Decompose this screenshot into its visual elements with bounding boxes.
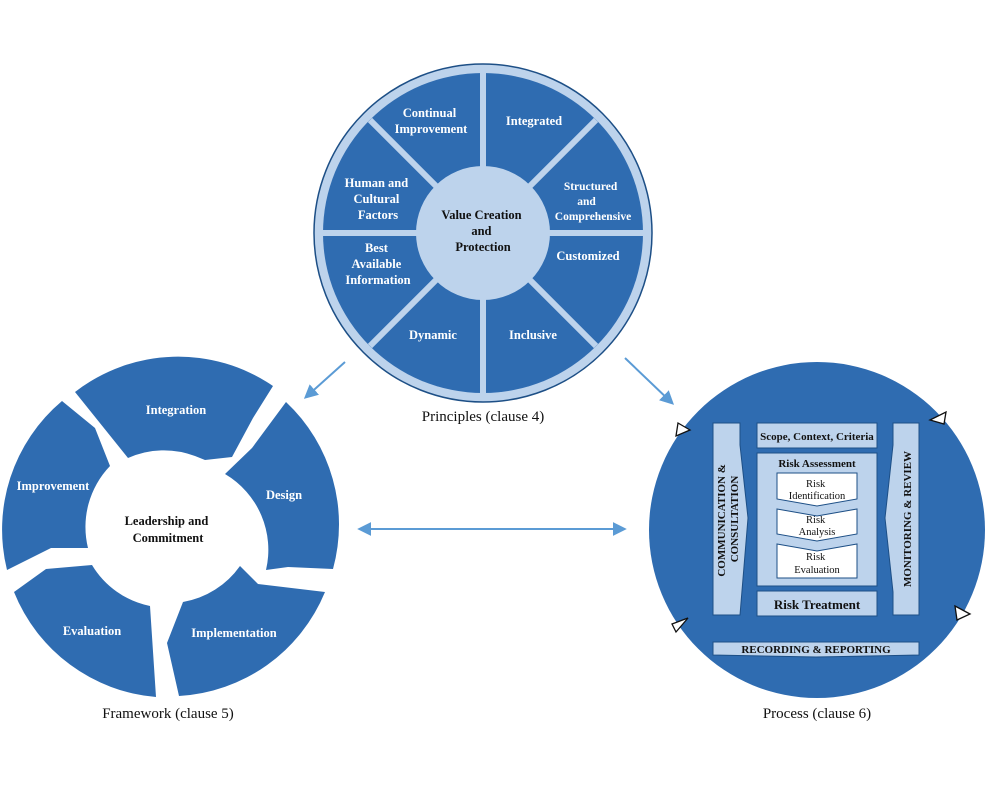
framework-segment-evaluation	[14, 565, 156, 697]
principle-human-cultural-factors: Human and Cultural Factors	[345, 176, 412, 222]
framework-integration-label: Integration	[146, 403, 206, 417]
principle-best-available-information: Best Available Information	[345, 241, 410, 287]
risk-treatment-label: Risk Treatment	[774, 597, 861, 612]
risk-analysis-box	[776, 508, 858, 542]
principle-dynamic: Dynamic	[409, 328, 457, 342]
arrow-principles-to-framework	[303, 361, 346, 399]
communication-consultation-label: COMMUNICATION & CONSULTATION	[716, 461, 741, 576]
scope-context-criteria-label: Scope, Context, Criteria	[760, 431, 874, 443]
communication-consultation-block	[712, 422, 749, 616]
process-cycle-markers	[671, 410, 972, 634]
risk-evaluation-label: Risk Evaluation	[794, 552, 840, 576]
risk-assessment-label: Risk Assessment	[778, 458, 856, 470]
arrow-principles-to-process	[624, 357, 675, 405]
framework-implementation-label: Implementation	[191, 626, 276, 640]
risk-treatment-box	[756, 590, 878, 617]
framework-segment-improvement	[2, 401, 110, 570]
cycle-arrow-top-right-icon	[928, 410, 947, 425]
framework-center-label: Leadership and Commitment	[125, 514, 212, 545]
framework-segment-integration	[75, 356, 273, 460]
cycle-arrow-bottom-left-icon	[671, 617, 689, 634]
principle-structured-comprehensive: Structured and Comprehensive	[555, 181, 631, 223]
principles-center-label: Value Creation and Protection	[441, 208, 524, 254]
principles-wheel: Value Creation and Protection Continual …	[313, 63, 653, 425]
framework-wheel: Integration Design Implementation Evalua…	[2, 356, 340, 722]
principles-center-circle	[416, 166, 550, 300]
principle-inclusive: Inclusive	[509, 328, 557, 342]
scope-context-criteria-box	[756, 422, 878, 449]
monitoring-review-label: MONITORING & REVIEW	[902, 451, 914, 587]
principle-continual-improvement: Continual Improvement	[395, 106, 469, 136]
principle-integrated: Integrated	[506, 114, 562, 128]
principles-caption: Principles (clause 4)	[422, 409, 544, 425]
framework-design-label: Design	[266, 488, 302, 502]
cycle-arrow-bottom-right-icon	[954, 604, 972, 621]
framework-evaluation-label: Evaluation	[63, 624, 121, 638]
risk-analysis-label: Risk Analysis	[799, 515, 836, 538]
risk-identification-box	[776, 472, 858, 507]
framework-caption: Framework (clause 5)	[102, 706, 234, 722]
risk-evaluation-box	[776, 543, 858, 579]
risk-identification-label: Risk Identification	[789, 479, 846, 502]
framework-segment-implementation	[167, 566, 325, 696]
framework-segment-design	[225, 402, 340, 570]
process-diagram: COMMUNICATION & CONSULTATION MONITORING …	[649, 362, 985, 722]
cycle-arrow-top-left-icon	[675, 421, 692, 438]
principle-customized: Customized	[556, 249, 619, 263]
connector-arrows	[303, 357, 675, 536]
framework-segments	[2, 356, 340, 697]
process-caption: Process (clause 6)	[763, 706, 871, 722]
recording-reporting-block	[712, 641, 920, 658]
recording-reporting-label: RECORDING & REPORTING	[741, 644, 891, 656]
framework-improvement-label: Improvement	[17, 479, 91, 493]
monitoring-review-block	[884, 422, 920, 616]
